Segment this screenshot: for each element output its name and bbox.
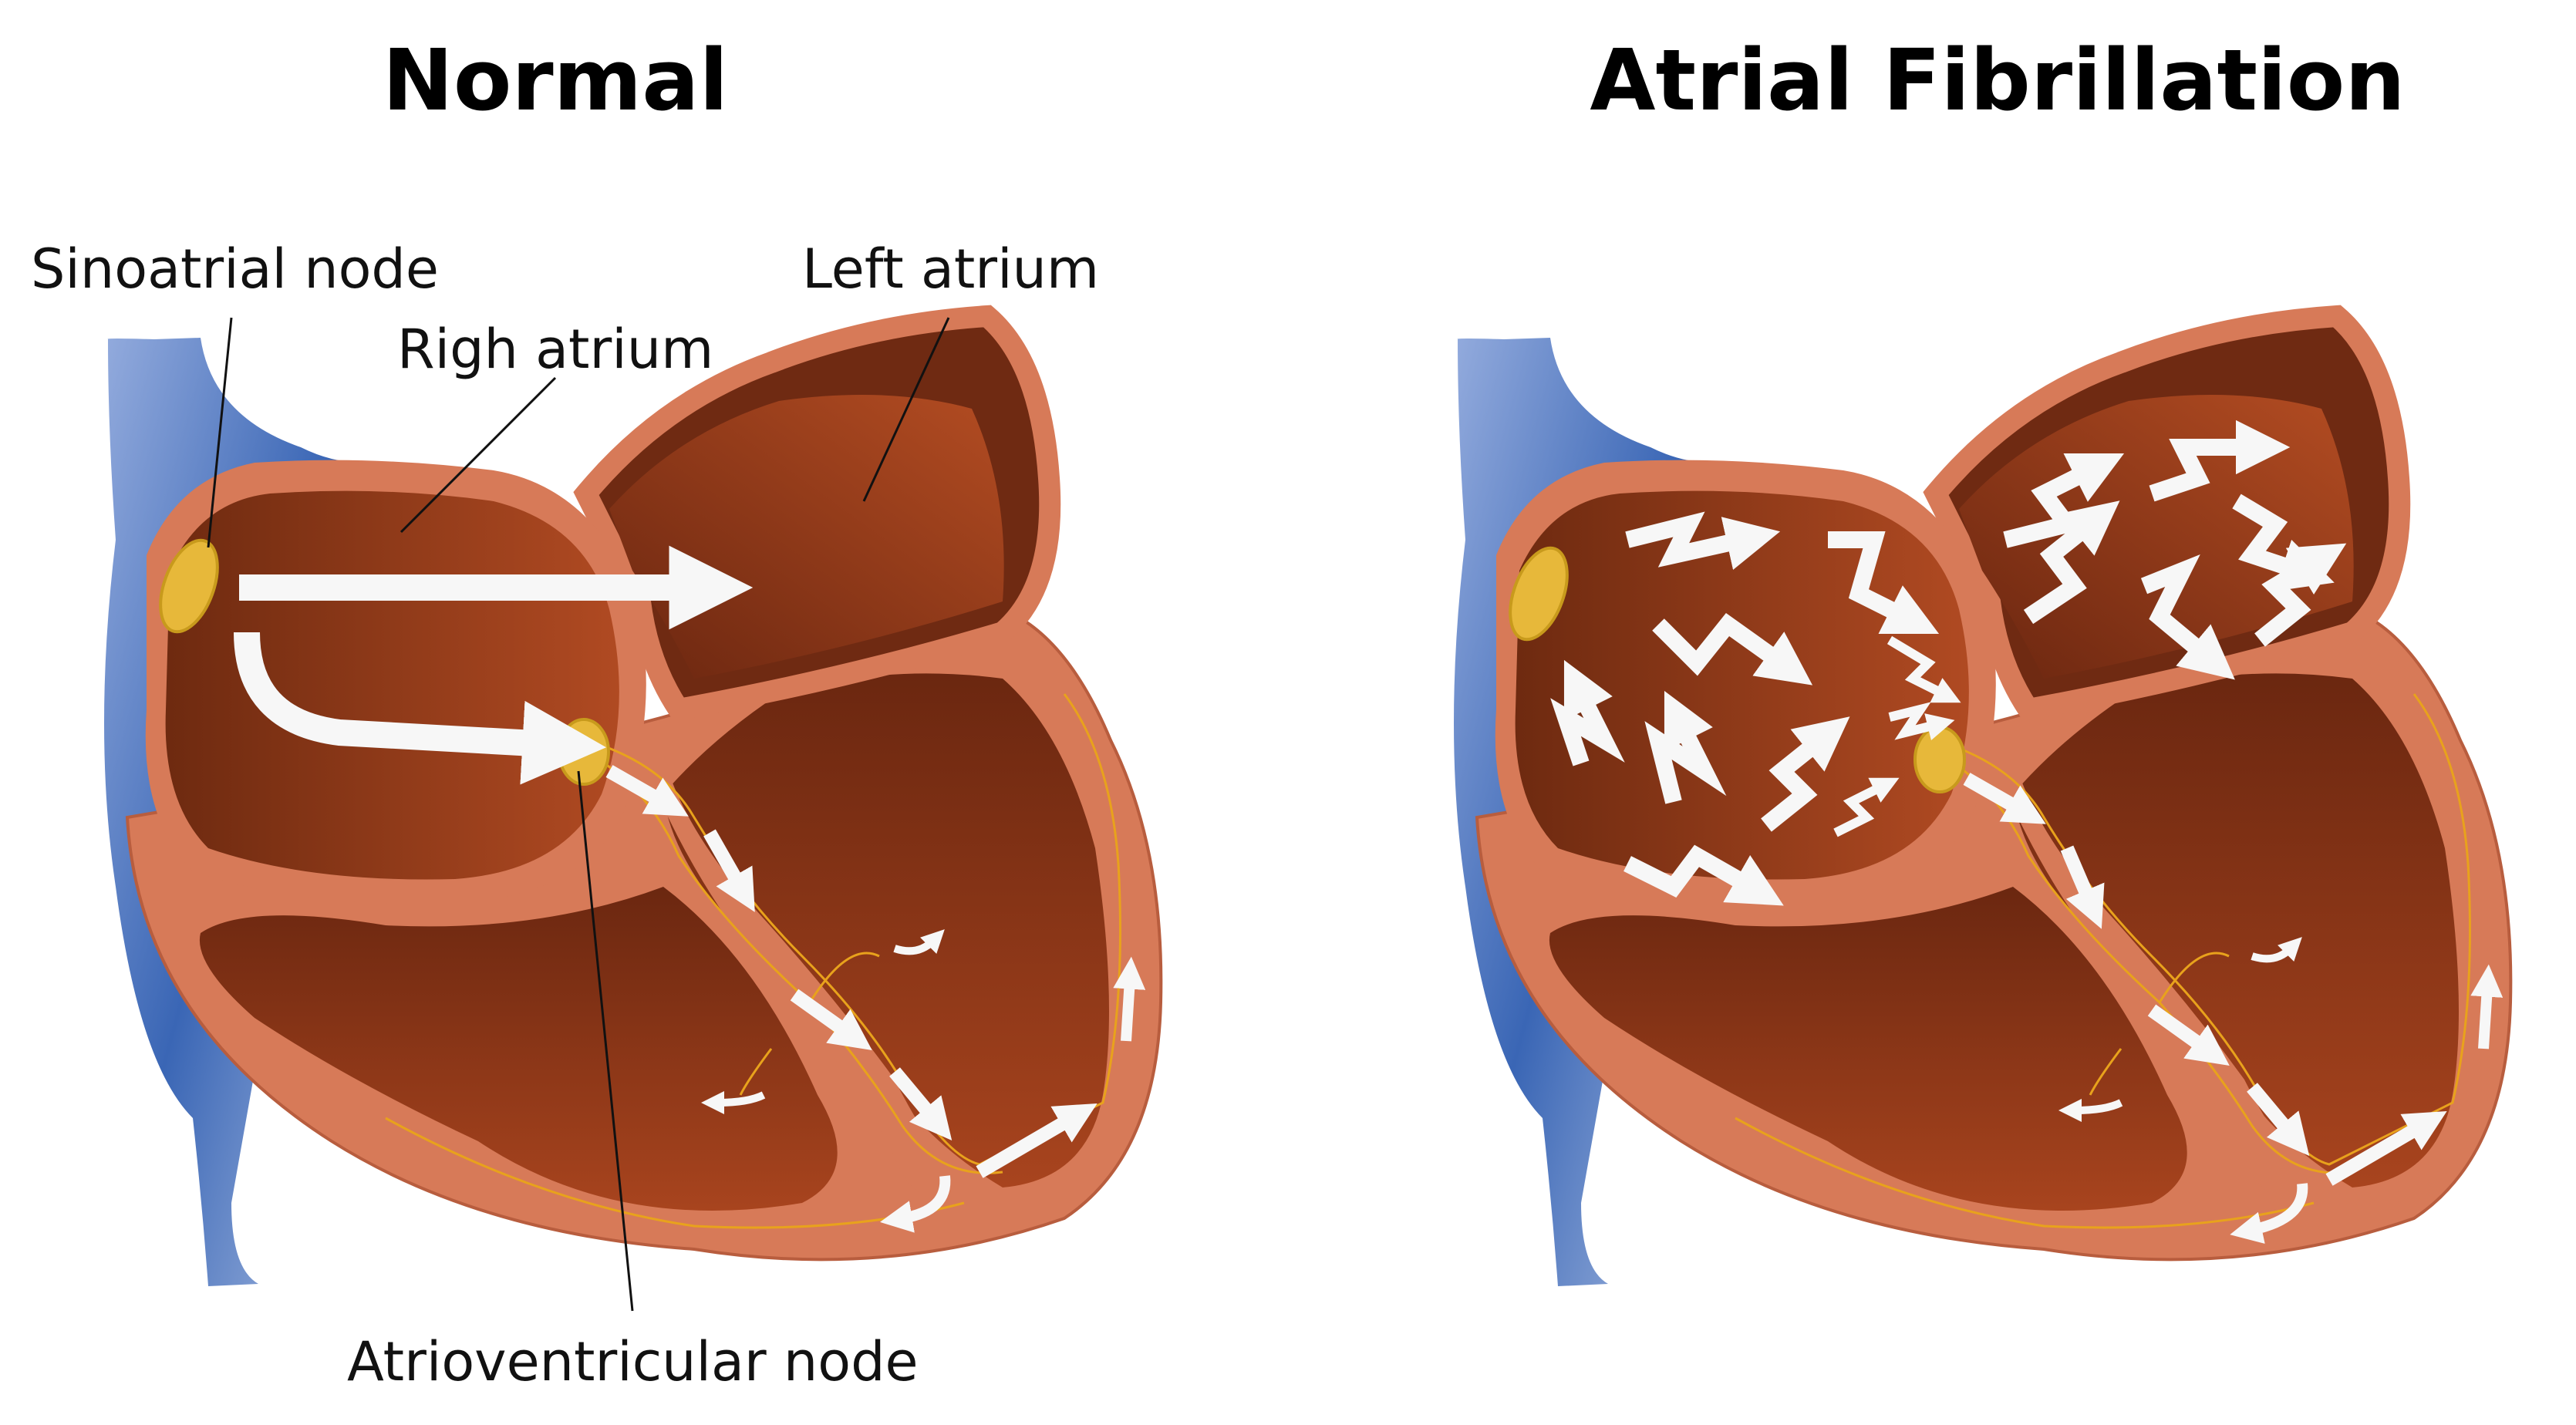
chaotic-impulses bbox=[1550, 419, 2347, 906]
label-atrioventricular-node: Atrioventricular node bbox=[347, 1330, 919, 1393]
av-node-icon bbox=[558, 718, 610, 786]
label-sinoatrial-node: Sinoatrial node bbox=[31, 238, 439, 301]
sinoatrial-node-icon bbox=[159, 538, 219, 634]
label-right-atrium: Righ atrium bbox=[397, 318, 714, 381]
leader-right-atrium bbox=[400, 376, 557, 534]
leader-av-node bbox=[577, 770, 634, 1312]
title-atrial-fibrillation: Atrial Fibrillation bbox=[1590, 31, 2406, 130]
heart-atrial-fibrillation bbox=[1454, 316, 2510, 1286]
arrow-to-av-node bbox=[234, 632, 607, 785]
av-node-icon-afib bbox=[1913, 726, 1966, 793]
sinoatrial-node-icon-afib bbox=[1509, 546, 1569, 642]
heart-normal bbox=[104, 316, 1161, 1312]
title-normal: Normal bbox=[382, 31, 729, 130]
leader-sinoatrial bbox=[207, 317, 233, 548]
leader-left-atrium bbox=[862, 317, 950, 502]
label-left-atrium: Left atrium bbox=[802, 238, 1100, 301]
